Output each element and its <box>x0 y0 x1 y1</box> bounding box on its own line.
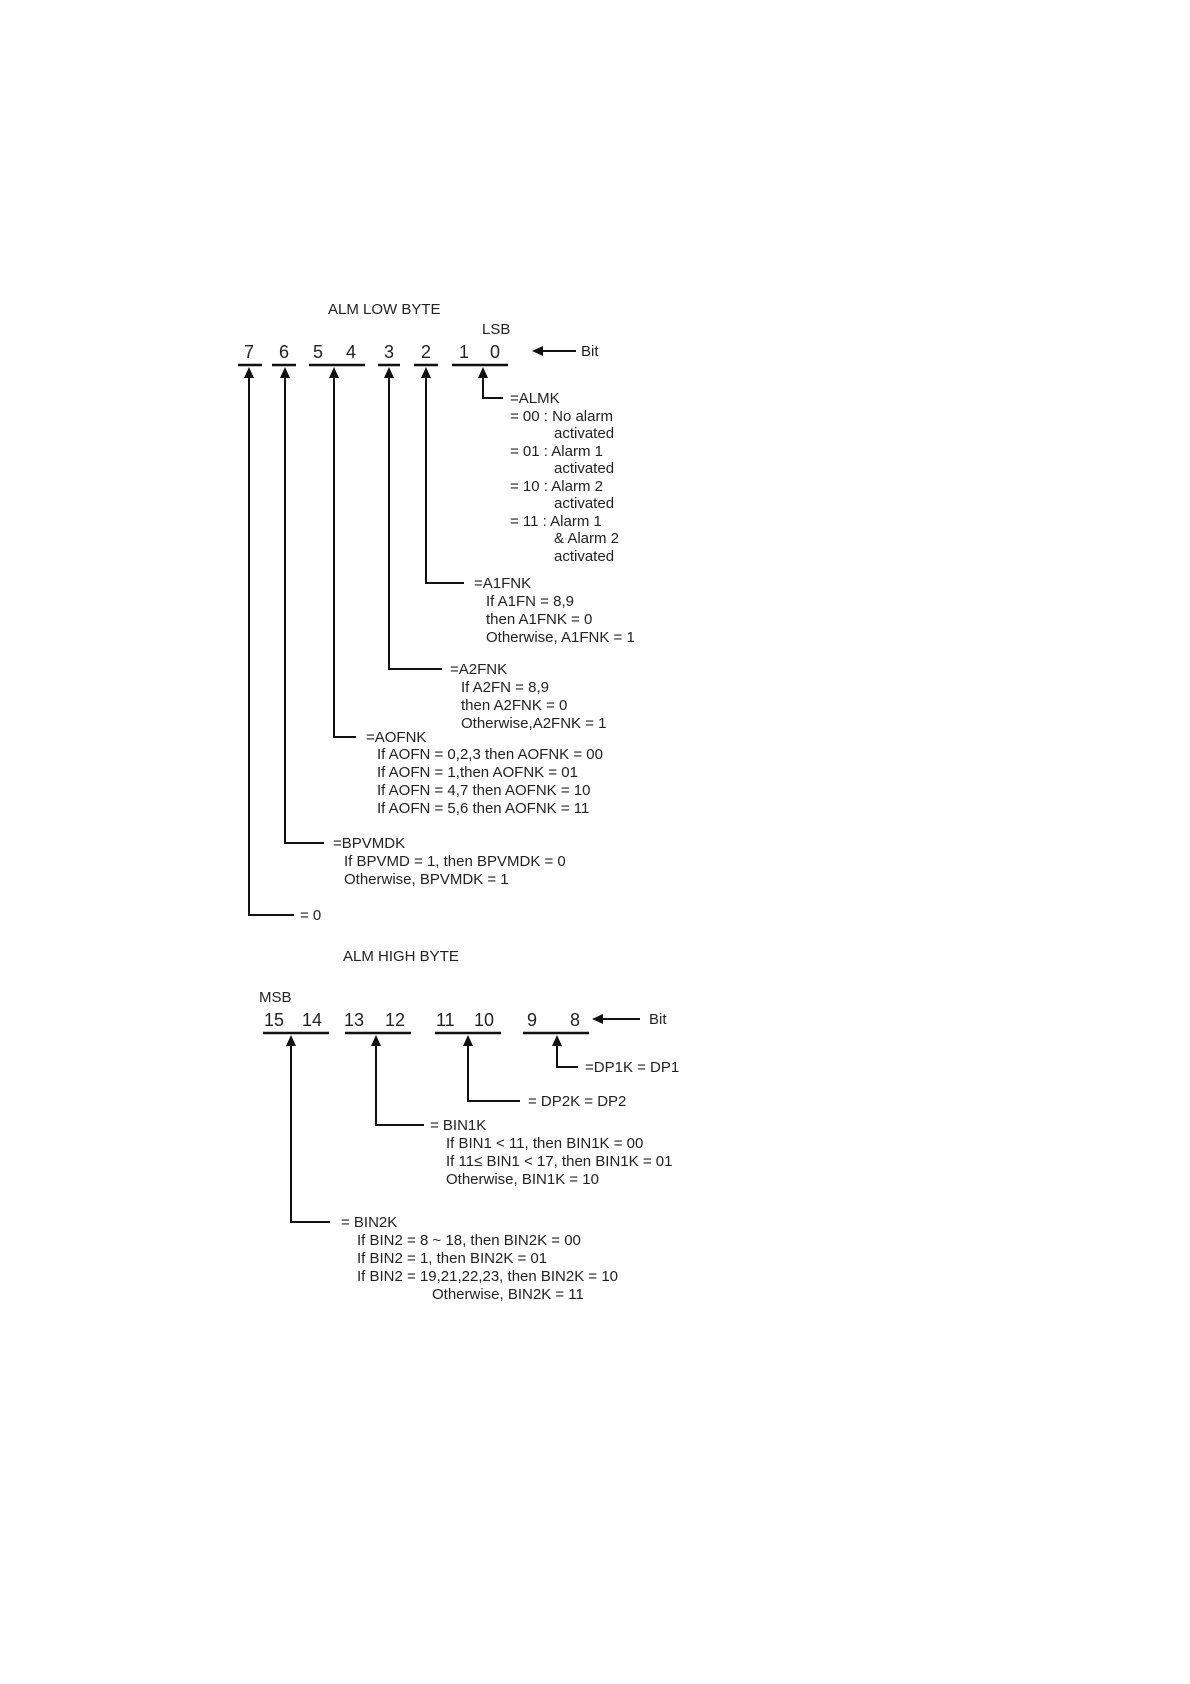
a2fnk-name: =A2FNK <box>450 661 507 678</box>
almk-name: =ALMK <box>510 390 560 407</box>
a1fnk-line-3: Otherwise, A1FNK = 1 <box>486 629 635 646</box>
bit-8: 8 <box>570 1010 580 1030</box>
a1fnk-line-1: If A1FN = 8,9 <box>486 593 574 610</box>
bin2k-leader <box>290 1044 330 1223</box>
bit-10: 10 <box>474 1010 494 1030</box>
dp1k-name: =DP1K = DP1 <box>585 1059 679 1076</box>
aofnk-line-1: If AOFN = 0,2,3 then AOFNK = 00 <box>377 746 603 763</box>
bin2k-line-3: If BIN2 = 19,21,22,23, then BIN2K = 10 <box>357 1268 618 1285</box>
bit-13: 13 <box>344 1010 364 1030</box>
aofnk-line-4: If AOFN = 5,6 then AOFNK = 11 <box>377 800 589 817</box>
bpvmdk-name: =BPVMDK <box>333 835 405 852</box>
a1fnk-name: =A1FNK <box>474 575 531 592</box>
bit-label-low: Bit <box>581 343 599 360</box>
a1fnk-line-2: then A1FNK = 0 <box>486 611 592 628</box>
almk-line-8: & Alarm 2 <box>554 530 619 547</box>
bit7-arrowhead <box>244 367 254 378</box>
aofnk-line-2: If AOFN = 1,then AOFNK = 01 <box>377 764 578 781</box>
bin2k-line-2: If BIN2 = 1, then BIN2K = 01 <box>357 1250 547 1267</box>
bin1k-leader <box>375 1044 424 1126</box>
bin1k-arrowhead <box>371 1035 381 1046</box>
dp1k-arrowhead <box>552 1035 562 1046</box>
dp2k-arrowhead <box>463 1035 473 1046</box>
bpvmdk-leader <box>284 376 324 844</box>
bpvmdk-line-1: If BPVMD = 1, then BPVMDK = 0 <box>344 853 566 870</box>
bit-3: 3 <box>384 342 394 362</box>
a1fnk-leader <box>425 376 464 584</box>
a2fnk-line-3: Otherwise,A2FNK = 1 <box>461 715 606 732</box>
bit-4: 4 <box>346 342 356 362</box>
almk-line-4: activated <box>554 460 614 477</box>
a2fnk-arrowhead <box>384 367 394 378</box>
a2fnk-leader <box>388 376 442 670</box>
bit7-value: = 0 <box>300 907 321 924</box>
dp2k-leader <box>467 1044 520 1102</box>
almk-line-2: activated <box>554 425 614 442</box>
bit-0: 0 <box>490 342 500 362</box>
low-byte-title: ALM LOW BYTE <box>328 301 441 318</box>
bpvmdk-line-2: Otherwise, BPVMDK = 1 <box>344 871 509 888</box>
aofnk-leader <box>333 376 356 738</box>
bin2k-name: = BIN2K <box>341 1214 397 1231</box>
bit-12: 12 <box>385 1010 405 1030</box>
dp1k-leader <box>556 1044 578 1068</box>
bit-11: 11 <box>436 1010 455 1030</box>
bit-15: 15 <box>264 1010 284 1030</box>
bin1k-line-2: If 11≤ BIN1 < 17, then BIN1K = 01 <box>446 1153 672 1170</box>
bit-label-high: Bit <box>649 1011 667 1028</box>
bit-6: 6 <box>279 342 289 362</box>
almk-line-3: = 01 : Alarm 1 <box>510 443 603 460</box>
high-byte-title: ALM HIGH BYTE <box>343 948 459 965</box>
bin2k-line-4: Otherwise, BIN2K = 11 <box>432 1286 584 1303</box>
bin2k-arrowhead <box>286 1035 296 1046</box>
bin1k-name: = BIN1K <box>430 1117 486 1134</box>
bit-2: 2 <box>421 342 431 362</box>
bin1k-line-1: If BIN1 < 11, then BIN1K = 00 <box>446 1135 643 1152</box>
bpvmdk-arrowhead <box>280 367 290 378</box>
aofnk-line-3: If AOFN = 4,7 then AOFNK = 10 <box>377 782 590 799</box>
almk-line-9: activated <box>554 548 614 565</box>
almk-line-1: = 00 : No alarm <box>510 408 613 425</box>
almk-leader <box>482 376 503 399</box>
bit-5: 5 <box>313 342 323 362</box>
a2fnk-line-2: then A2FNK = 0 <box>461 697 567 714</box>
a2fnk-line-1: If A2FN = 8,9 <box>461 679 549 696</box>
a1fnk-arrowhead <box>421 367 431 378</box>
aofnk-name: =AOFNK <box>366 729 426 746</box>
almk-line-7: = 11 : Alarm 1 <box>510 513 602 530</box>
bit-9: 9 <box>527 1010 537 1030</box>
bit-1: 1 <box>459 342 469 362</box>
lsb-label: LSB <box>482 321 510 338</box>
bin2k-line-1: If BIN2 = 8 ~ 18, then BIN2K = 00 <box>357 1232 581 1249</box>
bit7-leader <box>248 376 294 916</box>
dp2k-name: = DP2K = DP2 <box>528 1093 626 1110</box>
msb-label: MSB <box>259 989 292 1006</box>
almk-arrowhead <box>478 367 488 378</box>
bin1k-line-3: Otherwise, BIN1K = 10 <box>446 1171 599 1188</box>
bit-pointer-arrowhead-low <box>532 346 543 356</box>
almk-line-5: = 10 : Alarm 2 <box>510 478 603 495</box>
aofnk-arrowhead <box>329 367 339 378</box>
bit-pointer-arrowhead-high <box>592 1014 603 1024</box>
bit-14: 14 <box>302 1010 322 1030</box>
almk-line-6: activated <box>554 495 614 512</box>
bit-7: 7 <box>244 342 254 362</box>
